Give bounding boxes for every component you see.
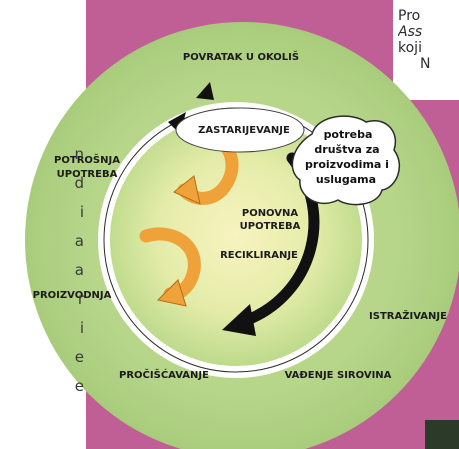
need-line-3: proizvodima i (305, 158, 389, 171)
side-text-line: e (74, 377, 84, 395)
side-text-line: r (77, 290, 84, 308)
label-consumption: POTROŠNJA (54, 153, 120, 166)
dark-corner-photo (425, 420, 459, 449)
corner-text-line: Ass (398, 24, 423, 40)
side-text-line: i (79, 319, 84, 337)
orange-arrowhead-lower (156, 279, 187, 307)
label-reuse-1: PONOVNA (242, 208, 299, 219)
side-text-line: d (74, 174, 84, 192)
corner-text-line: koji (398, 40, 422, 56)
side-text-line: e (74, 348, 84, 366)
side-text-line: i (79, 203, 84, 221)
need-bubble (291, 115, 400, 206)
label-use: UPOTREBA (57, 169, 118, 180)
corner-text-line: N (420, 56, 431, 72)
black-arrowhead (222, 304, 256, 336)
side-text-fragment: n d i a a r i e e (0, 140, 84, 401)
need-line-4: uslugama (316, 173, 376, 186)
corner-text-line: Pro (398, 8, 421, 24)
side-text-line: a (74, 232, 84, 250)
white-corner-block (393, 0, 459, 100)
label-obsolescence: ZASTARIJEVANJE (198, 125, 290, 136)
need-line-2: društva za (314, 143, 379, 156)
label-extraction: VAĐENJE SIROVINA (285, 370, 392, 381)
orange-arrowhead-upper (173, 175, 201, 205)
label-return-to-environment: POVRATAK U OKOLIŠ (183, 50, 299, 63)
label-research: ISTRAŽIVANJE (369, 309, 447, 322)
label-purification: PROČIŠĆAVANJE (119, 368, 209, 381)
side-text-line: n (74, 145, 84, 163)
obsolescence-bubble (175, 107, 305, 153)
side-text-line: a (74, 261, 84, 279)
label-recycling: RECIKLIRANJE (220, 250, 298, 261)
need-line-1: potreba (324, 128, 373, 141)
label-reuse-2: UPOTREBA (240, 221, 301, 232)
corner-text-fragment: Pro Ass koji N (398, 8, 459, 72)
label-production: PROIZVODNJA (33, 290, 112, 301)
ring-arrowhead-top (196, 82, 214, 100)
